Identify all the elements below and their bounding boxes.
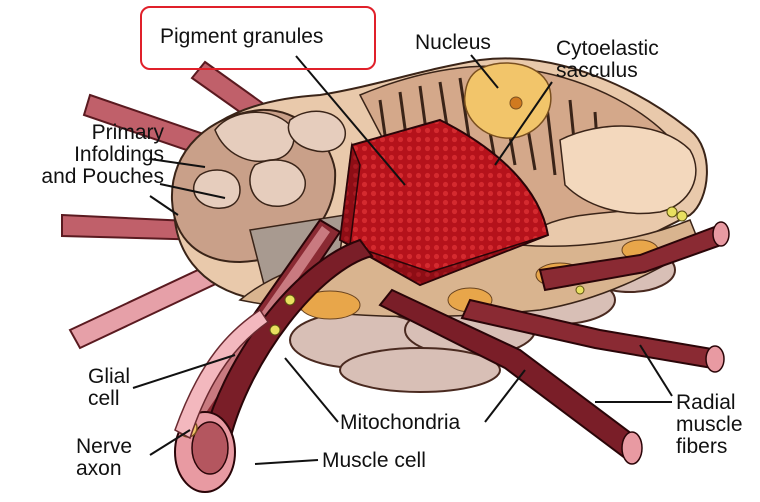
label-glial-cell: Glial cell: [88, 366, 130, 410]
label-pigment-granules: Pigment granules: [160, 26, 323, 48]
label-mitochondria: Mitochondria: [340, 412, 460, 434]
label-primary-infoldings: Primary Infoldings and Pouches: [14, 122, 164, 188]
label-nucleus: Nucleus: [415, 32, 491, 54]
label-cytoelastic-sacculus: Cytoelastic sacculus: [556, 38, 659, 82]
label-nerve-axon: Nerve axon: [76, 436, 132, 480]
label-muscle-cell: Muscle cell: [322, 450, 426, 472]
label-radial-muscle-fibers: Radial muscle fibers: [676, 392, 743, 458]
nucleus-shape: [465, 63, 551, 138]
